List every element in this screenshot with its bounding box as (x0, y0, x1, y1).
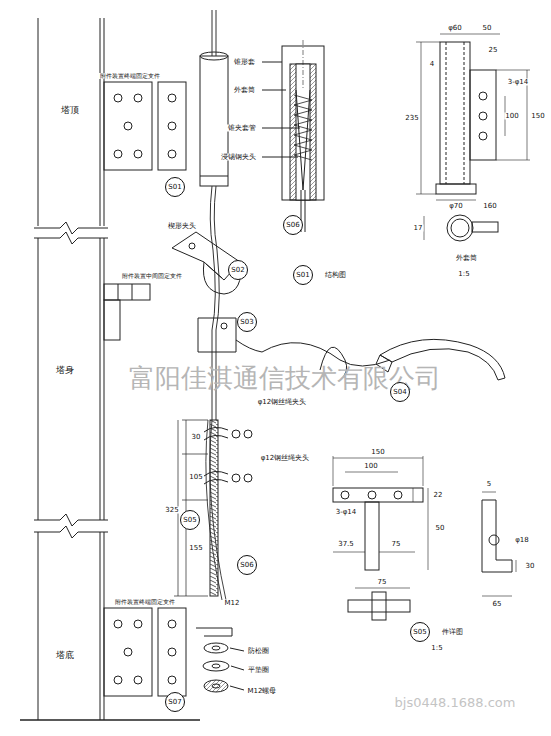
watermark: bjs0448.1688.com (394, 696, 517, 709)
callout-number: S04 (393, 389, 406, 396)
dimension-label: 浸锡钢夹头 (220, 154, 257, 161)
dimension-label: 25 (488, 47, 499, 54)
washers (203, 643, 244, 692)
callout-number: S07 (168, 699, 181, 706)
dimension-label: 75 (391, 541, 402, 548)
tower-label: 塔顶 (60, 106, 80, 115)
dimension-label: φ70 (448, 203, 464, 210)
callout-number: S01 (296, 272, 309, 279)
dimension-label: 105 (188, 474, 203, 481)
dimension-label: 平垫圈 (247, 667, 270, 674)
callout-number: S03 (240, 319, 253, 326)
dimension-label: φ60 (447, 25, 463, 32)
dimension-label: 结构图 (324, 272, 347, 279)
dimension-label: 5 (486, 481, 492, 488)
callout-number: S01 (168, 184, 181, 191)
part-label: 楔形夹头 (167, 223, 197, 230)
dimension-label: 235 (404, 115, 419, 122)
dimension-label: 150 (530, 113, 545, 120)
callout-number: S02 (231, 267, 244, 274)
dimension-label: 锥形套 (233, 59, 256, 66)
callout-circle: S01 (165, 177, 185, 197)
dimension-label: 160 (482, 203, 497, 210)
sleeve-detail (416, 34, 530, 241)
dimension-label: 75 (377, 579, 388, 586)
dimension-label: 塔底 (55, 651, 75, 660)
dimension-label: 1:5 (430, 645, 443, 652)
middle-bracket (104, 284, 262, 352)
callout-circle: S04 (390, 382, 410, 402)
outer-sleeve (200, 52, 228, 186)
dimension-label: 100 (363, 463, 378, 470)
dimension-label: 外套筒 (233, 87, 256, 94)
callout-number: S06 (240, 562, 253, 569)
dimension-label: 50 (435, 525, 446, 532)
callout-number: S06 (286, 222, 299, 229)
dimension-label: M12 (224, 600, 241, 607)
tower-label: 塔身 (55, 366, 75, 375)
dimension-label: 30 (525, 563, 536, 570)
part-label: 附件装置终端固定支件 (99, 73, 161, 79)
dimension-label: 65 (492, 601, 503, 608)
dimension-label: 37.5 (337, 541, 355, 548)
dimension-label: 4 (429, 61, 435, 68)
part-label: φ12钢丝绳夹头 (257, 399, 308, 406)
part-label: 附件装置中间固定支件 (121, 273, 183, 279)
callout-circle: S06 (283, 215, 303, 235)
callout-circle: S03 (237, 312, 257, 332)
dimension-label: 附件装置终端固定支件 (114, 599, 176, 605)
dimension-label: 50 (482, 25, 493, 32)
sleeve-section (262, 40, 324, 232)
bottom-bracket (104, 608, 232, 696)
dimension-label: 155 (188, 545, 203, 552)
dimension-label: 150 (370, 449, 385, 456)
callout-circle: S05 (410, 622, 430, 642)
top-bracket (104, 82, 186, 170)
dimension-label: 外套筒 (455, 255, 478, 262)
callout-circle: S01 (293, 265, 313, 285)
callout-number: S05 (413, 629, 426, 636)
dimension-label: 1:5 (457, 271, 470, 278)
dimension-label: 锥夹套管 (227, 125, 257, 132)
dimension-label: 100 (504, 113, 519, 120)
dimension-label: M12螺母 (247, 688, 278, 695)
dimension-label: 3-φ14 (335, 509, 358, 516)
bracket-detail (333, 456, 516, 620)
dimension-label: 325 (164, 507, 179, 514)
callout-circle: S05 (180, 510, 200, 530)
part-label: φ12钢丝绳夹头 (260, 455, 311, 462)
callout-number: S05 (183, 517, 196, 524)
dimension-label: φ18 (514, 537, 530, 544)
dimension-label: 3-φ14 (507, 79, 530, 86)
dimension-label: 22 (433, 492, 444, 499)
dimension-label: 件详图 (441, 629, 464, 636)
callout-circle: S06 (237, 555, 257, 575)
dimension-label: 防松圈 (247, 648, 270, 655)
callout-circle: S02 (228, 260, 248, 280)
callout-circle: S07 (165, 692, 185, 712)
dimension-label: 17 (413, 225, 424, 232)
dimension-label: 30 (191, 434, 202, 441)
